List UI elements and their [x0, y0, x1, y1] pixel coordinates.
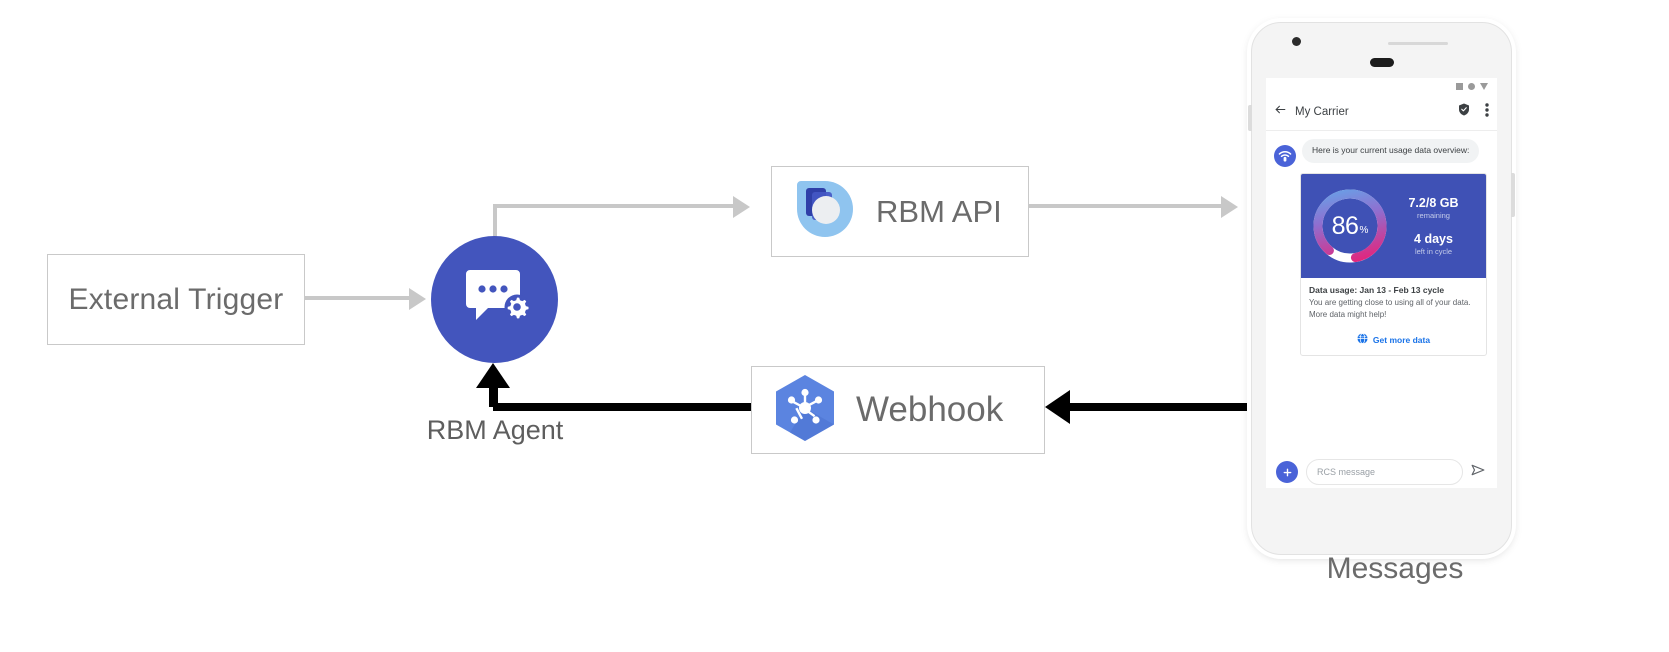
node-rbm-api[interactable]: RBM API — [771, 166, 1029, 257]
globe-icon — [1357, 331, 1368, 349]
usage-gauge-unit: % — [1359, 225, 1369, 236]
arrowhead-agent-to-api — [733, 196, 750, 218]
verified-shield-icon[interactable] — [1458, 103, 1470, 121]
message-bubble: Here is your current usage data overview… — [1302, 139, 1480, 163]
stat-data-remaining-caption: remaining — [1417, 211, 1450, 220]
wifi-dot-icon — [1468, 78, 1475, 95]
external-trigger-label: External Trigger — [68, 282, 284, 316]
app-bar-title: My Carrier — [1295, 106, 1349, 118]
get-more-data-button[interactable]: Get more data — [1301, 324, 1486, 355]
rbm-agent-label: RBM Agent — [426, 415, 564, 445]
arrowhead-api-to-phone — [1221, 196, 1238, 218]
stat-days-left: 4 days left in cycle — [1393, 232, 1474, 256]
connector-api-to-phone — [1029, 204, 1221, 208]
rich-card[interactable]: 86 % 7.2/8 GB remaining 4 days lef — [1300, 173, 1487, 357]
rcs-message-placeholder: RCS message — [1317, 467, 1376, 477]
phone-earpiece-speaker — [1370, 58, 1394, 67]
phone-screen: My Carrier — [1266, 78, 1497, 488]
rich-card-description: You are getting close to using all of yo… — [1309, 298, 1471, 319]
send-icon[interactable] — [1471, 463, 1485, 481]
arrowhead-trigger-to-agent — [409, 288, 426, 310]
webhook-hexagon-icon — [772, 373, 838, 448]
back-arrow-icon[interactable] — [1274, 103, 1287, 121]
rich-card-media: 86 % 7.2/8 GB remaining 4 days lef — [1301, 174, 1486, 278]
phone-mockup: My Carrier — [1248, 22, 1515, 555]
rich-card-title: Data usage: Jan 13 - Feb 13 cycle — [1309, 285, 1445, 295]
usage-gauge-value: 86 — [1331, 211, 1359, 240]
node-external-trigger[interactable]: External Trigger — [47, 254, 305, 345]
connector-phone-to-webhook — [1070, 403, 1260, 411]
connector-agent-to-api — [493, 204, 733, 208]
stat-data-remaining: 7.2/8 GB remaining — [1393, 196, 1474, 220]
rcs-message-input[interactable]: RCS message — [1306, 459, 1463, 485]
carrier-avatar-icon — [1274, 145, 1296, 167]
rbm-api-icon — [794, 178, 856, 245]
battery-icon — [1480, 78, 1488, 95]
phone-volume-button[interactable] — [1248, 105, 1252, 131]
incoming-message-row: Here is your current usage data overview… — [1274, 139, 1487, 167]
usage-gauge-label: 86 % — [1307, 183, 1393, 269]
node-webhook[interactable]: Webhook — [751, 366, 1045, 454]
connector-trigger-to-agent — [305, 296, 409, 300]
overflow-menu-icon[interactable] — [1485, 102, 1489, 122]
phone-sensor-strip — [1388, 42, 1448, 45]
rich-card-body: Data usage: Jan 13 - Feb 13 cycle You ar… — [1301, 278, 1486, 324]
node-rbm-agent[interactable] — [431, 236, 558, 363]
status-bar — [1266, 78, 1497, 94]
app-bar: My Carrier — [1266, 94, 1497, 131]
phone-power-button[interactable] — [1511, 173, 1515, 217]
webhook-label: Webhook — [856, 390, 1004, 429]
stat-days-left-caption: left in cycle — [1414, 247, 1453, 256]
connector-webhook-to-agent — [493, 403, 751, 411]
chat-gear-icon — [460, 264, 530, 335]
phone-front-camera — [1292, 37, 1301, 46]
stat-data-remaining-value: 7.2/8 GB — [1408, 196, 1459, 210]
signal-icon — [1456, 78, 1463, 95]
conversation-thread: Here is your current usage data overview… — [1266, 131, 1497, 451]
connector-agent-up — [493, 204, 497, 246]
connector-webhook-to-agent-vertical — [489, 388, 498, 407]
message-composer: RCS message — [1266, 451, 1497, 488]
rbm-api-label: RBM API — [876, 193, 1002, 229]
usage-stats: 7.2/8 GB remaining 4 days left in cycle — [1393, 196, 1480, 256]
arrowhead-phone-to-webhook — [1045, 390, 1070, 424]
stat-days-left-value: 4 days — [1414, 232, 1453, 246]
messages-label: Messages — [1326, 552, 1464, 585]
get-more-data-label: Get more data — [1372, 335, 1431, 346]
plus-icon[interactable] — [1276, 461, 1298, 483]
usage-gauge: 86 % — [1307, 183, 1393, 269]
arrowhead-webhook-to-agent — [476, 363, 510, 388]
